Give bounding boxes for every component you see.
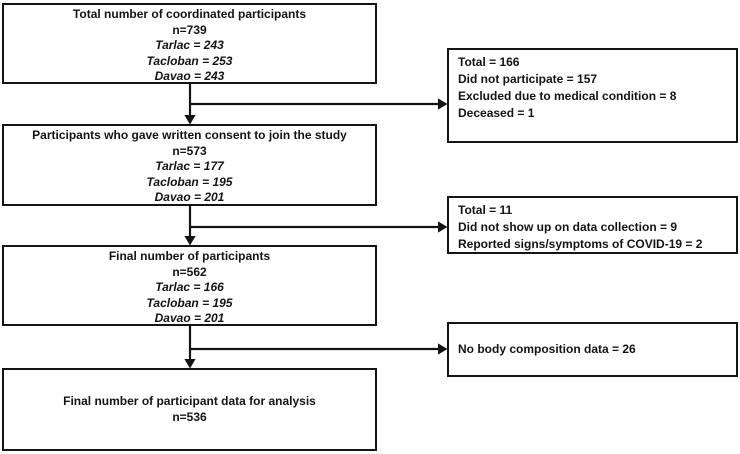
box-written-consent: Participants who gave written consent to…: [2, 124, 377, 206]
exclusion-line: Deceased = 1: [458, 106, 535, 120]
arrow-right-3: [189, 343, 448, 355]
site-line-tarlac: Tarlac = 177: [155, 159, 224, 173]
box-n-count: n=573: [172, 143, 207, 158]
box-title: Final number of participants: [108, 249, 271, 263]
site-line-davao: Davao = 201: [154, 190, 225, 204]
arrow-right-1: [189, 98, 448, 110]
site-line-tarlac: Tarlac = 243: [155, 38, 224, 52]
box-total-coordinated-participants: Total number of coordinated participants…: [2, 3, 377, 84]
exclusion-line: No body composition data = 26: [458, 342, 636, 356]
exclusion-line: Reported signs/symptoms of COVID-19 = 2: [458, 237, 703, 251]
box-title: Final number of participant data for ana…: [63, 394, 316, 408]
exclusion-line: Did not participate = 157: [458, 72, 598, 86]
box-exclusions-no-show: Total = 11 Did not show up on data colle…: [447, 196, 738, 254]
arrow-down-2: [184, 205, 196, 246]
exclusion-line: Excluded due to medical condition = 8: [458, 89, 677, 103]
box-n-count: n=739: [172, 22, 207, 37]
arrow-down-1: [184, 84, 196, 125]
box-title: Total number of coordinated participants: [72, 7, 307, 21]
site-line-tarlac: Tarlac = 166: [155, 280, 224, 294]
site-line-davao: Davao = 243: [154, 69, 225, 83]
site-line-davao: Davao = 201: [154, 311, 225, 325]
site-line-tacloban: Tacloban = 253: [146, 53, 233, 68]
site-line-tacloban: Tacloban = 195: [146, 295, 233, 310]
exclusion-total: Total = 11: [458, 203, 513, 217]
box-final-analysis: Final number of participant data for ana…: [2, 368, 377, 451]
site-line-tacloban: Tacloban = 195: [146, 174, 233, 189]
box-n-count: n=562: [172, 264, 207, 279]
box-final-participants: Final number of participants n=562 Tarla…: [2, 245, 377, 326]
arrow-right-2: [189, 221, 448, 233]
box-title: Participants who gave written consent to…: [32, 128, 347, 142]
box-n-count: n=536: [172, 409, 207, 424]
box-exclusions-did-not-participate: Total = 166 Did not participate = 157 Ex…: [447, 48, 738, 143]
arrow-down-3: [184, 325, 196, 369]
exclusion-total: Total = 166: [458, 55, 520, 69]
box-exclusions-no-body-composition: No body composition data = 26: [447, 322, 738, 377]
exclusion-line: Did not show up on data collection = 9: [458, 220, 678, 234]
